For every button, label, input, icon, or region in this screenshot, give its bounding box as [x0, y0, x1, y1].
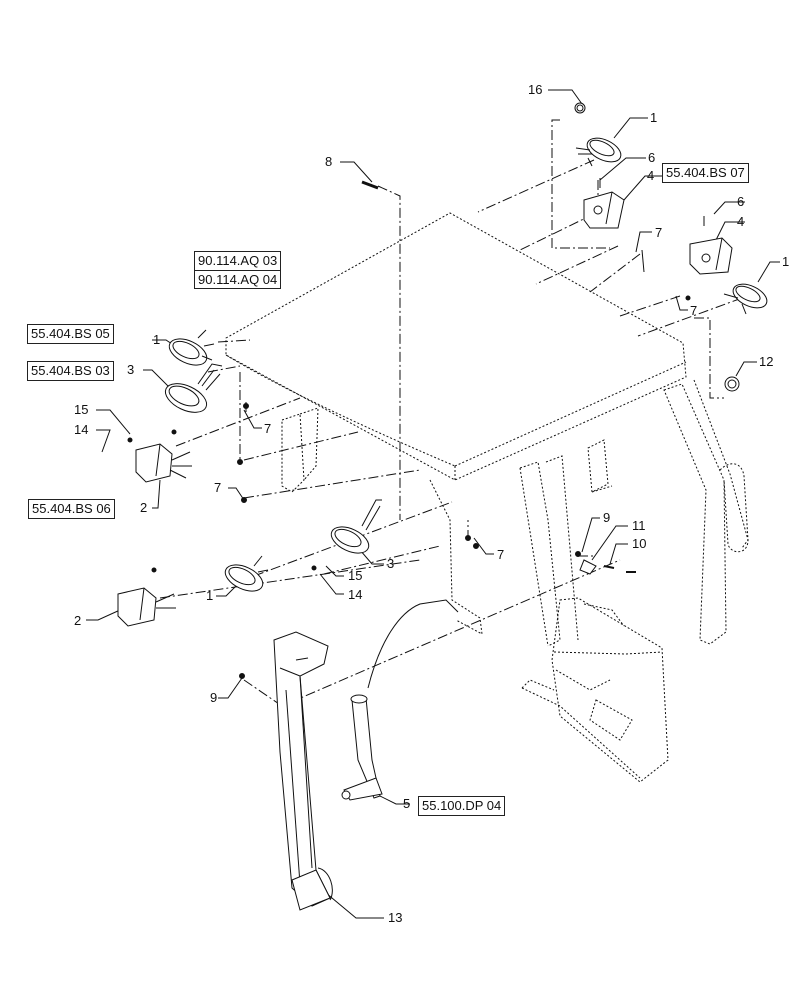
cover-panel-13	[273, 631, 333, 911]
assembly-lines	[159, 119, 743, 707]
work-lamp-2-lower	[117, 587, 176, 627]
callout-13: 13	[388, 910, 403, 925]
work-lamp-2-left	[135, 443, 192, 483]
callout-14-left: 14	[74, 422, 89, 437]
cab-roof	[225, 212, 687, 481]
reference-bs07[interactable]: 55.404.BS 07	[662, 163, 749, 183]
callout-7-mid: 7	[497, 547, 505, 562]
callout-7-top: 7	[655, 225, 663, 240]
callout-1-left: 1	[153, 332, 161, 347]
leader-lines	[86, 89, 780, 919]
grommet-16	[574, 102, 586, 114]
reference-bs05[interactable]: 55.404.BS 05	[27, 324, 114, 344]
callout-6-b: 6	[737, 194, 745, 209]
callout-1-top: 1	[650, 110, 658, 125]
callout-1-mid: 1	[206, 588, 214, 603]
callout-11: 11	[632, 518, 646, 533]
callout-4-a: 4	[647, 168, 655, 183]
grommet-12	[724, 376, 740, 392]
lamp-bracket-4-top	[583, 178, 625, 229]
work-lamp-3-left	[164, 363, 223, 413]
reference-aq-group: 90.114.AQ 03 90.114.AQ 04	[194, 251, 282, 290]
work-lamp-1-top	[575, 137, 622, 167]
callout-5: 5	[403, 796, 411, 811]
callout-15-left: 15	[74, 402, 89, 417]
work-lamp-3-mid	[330, 499, 382, 554]
callout-6-a: 6	[648, 150, 656, 165]
callout-2-left: 2	[140, 500, 148, 515]
callout-16: 16	[528, 82, 543, 97]
reference-aq03[interactable]: 90.114.AQ 03	[198, 253, 278, 268]
reference-bs03[interactable]: 55.404.BS 03	[27, 361, 114, 381]
callout-12: 12	[759, 354, 774, 369]
callout-7-right: 7	[690, 303, 698, 318]
cab-front-posts	[519, 379, 749, 647]
callout-7-left-a: 7	[264, 421, 272, 436]
lamp-bracket-4-right	[641, 216, 733, 275]
work-lamp-1-left	[168, 329, 215, 366]
callout-14-mid: 14	[348, 587, 363, 602]
callout-3-left: 3	[127, 362, 135, 377]
reference-bs06[interactable]: 55.404.BS 06	[28, 499, 115, 519]
callout-15-mid: 15	[348, 568, 363, 583]
callout-10: 10	[632, 536, 647, 551]
mirror-support	[587, 439, 613, 493]
console-bracket	[521, 597, 669, 783]
callout-2-low: 2	[74, 613, 82, 628]
switch-rod-5	[341, 599, 459, 801]
callout-3-mid: 3	[387, 556, 395, 571]
work-lamp-1-mid	[224, 555, 269, 592]
callout-9-left: 9	[210, 690, 218, 705]
callout-1-right: 1	[782, 254, 790, 269]
reference-aq04[interactable]: 90.114.AQ 04	[195, 269, 281, 289]
callout-7-left-b: 7	[214, 480, 222, 495]
work-lamp-1-right	[723, 283, 768, 315]
callout-4-b: 4	[737, 214, 745, 229]
callout-8: 8	[325, 154, 333, 169]
cab-rear-posts	[281, 407, 483, 635]
callout-9-right: 9	[603, 510, 611, 525]
fasteners	[127, 295, 691, 679]
reference-dp04[interactable]: 55.100.DP 04	[418, 796, 506, 816]
